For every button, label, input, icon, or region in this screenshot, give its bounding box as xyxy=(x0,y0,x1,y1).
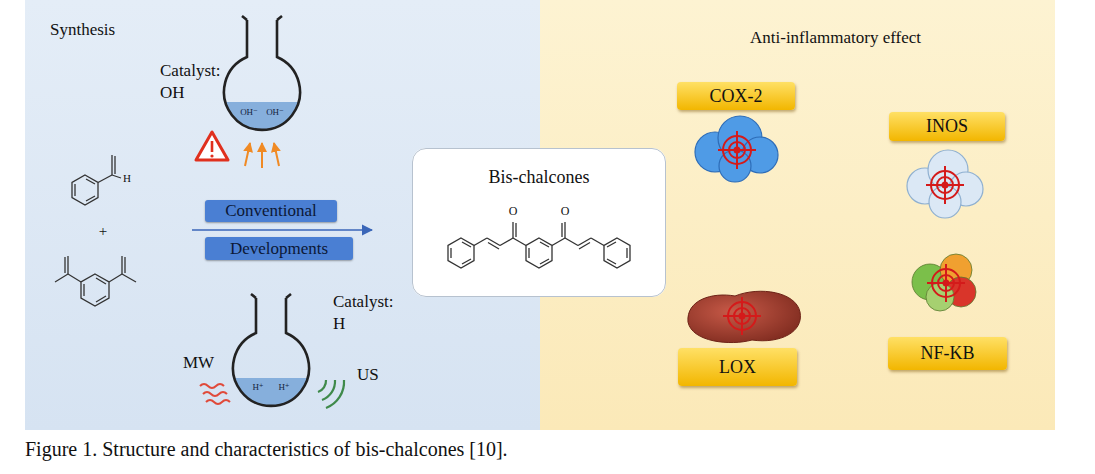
panel-heading: Anti-inflammatory effect xyxy=(750,28,921,48)
ion-label: H⁺ xyxy=(252,382,263,394)
node-text: NF-KB xyxy=(920,343,974,364)
method-bar: Conventional xyxy=(205,200,337,222)
atom-label: H xyxy=(123,171,131,185)
target-marks xyxy=(718,131,965,335)
atom-label: O xyxy=(561,204,570,220)
box-ground xyxy=(412,148,666,297)
heat-arrows xyxy=(245,143,279,168)
node-text: Conventional xyxy=(225,201,317,221)
catalyst-label: Catalyst: H xyxy=(333,291,395,335)
method-label: US xyxy=(357,364,379,386)
diacetylbenzene xyxy=(55,256,136,306)
acid-flask xyxy=(233,294,309,406)
warning-sign xyxy=(196,132,228,160)
node-text: Developments xyxy=(230,239,328,259)
ion-label: OH⁻ xyxy=(240,107,258,119)
base-flask xyxy=(224,16,300,130)
node-text: INOS xyxy=(926,116,968,137)
target-tag: COX-2 xyxy=(677,82,795,110)
target-tag: LOX xyxy=(678,348,797,386)
target-tag: NF-KB xyxy=(888,337,1007,370)
ion-label: OH⁻ xyxy=(266,107,284,119)
product-box: Bis-chalcones xyxy=(412,148,666,297)
figure-caption: Figure 1. Structure and characteristics … xyxy=(25,438,508,461)
ultrasound-waves xyxy=(318,380,344,408)
cox2-protein xyxy=(695,116,778,182)
node-text: COX-2 xyxy=(710,86,763,107)
reaction-arrow xyxy=(192,229,372,231)
method-label: MW xyxy=(183,352,214,374)
node-text: LOX xyxy=(719,357,756,378)
target-tag: INOS xyxy=(889,112,1005,141)
catalyst-label: Catalyst: OH xyxy=(160,60,222,104)
lox-protein xyxy=(688,291,801,342)
nfkb-protein xyxy=(912,254,976,311)
bis-chalcone-structure xyxy=(448,222,630,268)
panel-heading: Synthesis xyxy=(50,20,115,40)
ion-label: H⁺ xyxy=(278,382,289,394)
plus-sign: + xyxy=(99,222,107,242)
microwave-waves xyxy=(200,384,230,404)
inos-protein xyxy=(907,150,983,218)
atom-label: O xyxy=(509,204,518,220)
method-bar: Developments xyxy=(205,237,353,260)
node-text: Bis-chalcones xyxy=(489,167,590,188)
benzaldehyde xyxy=(72,155,121,205)
